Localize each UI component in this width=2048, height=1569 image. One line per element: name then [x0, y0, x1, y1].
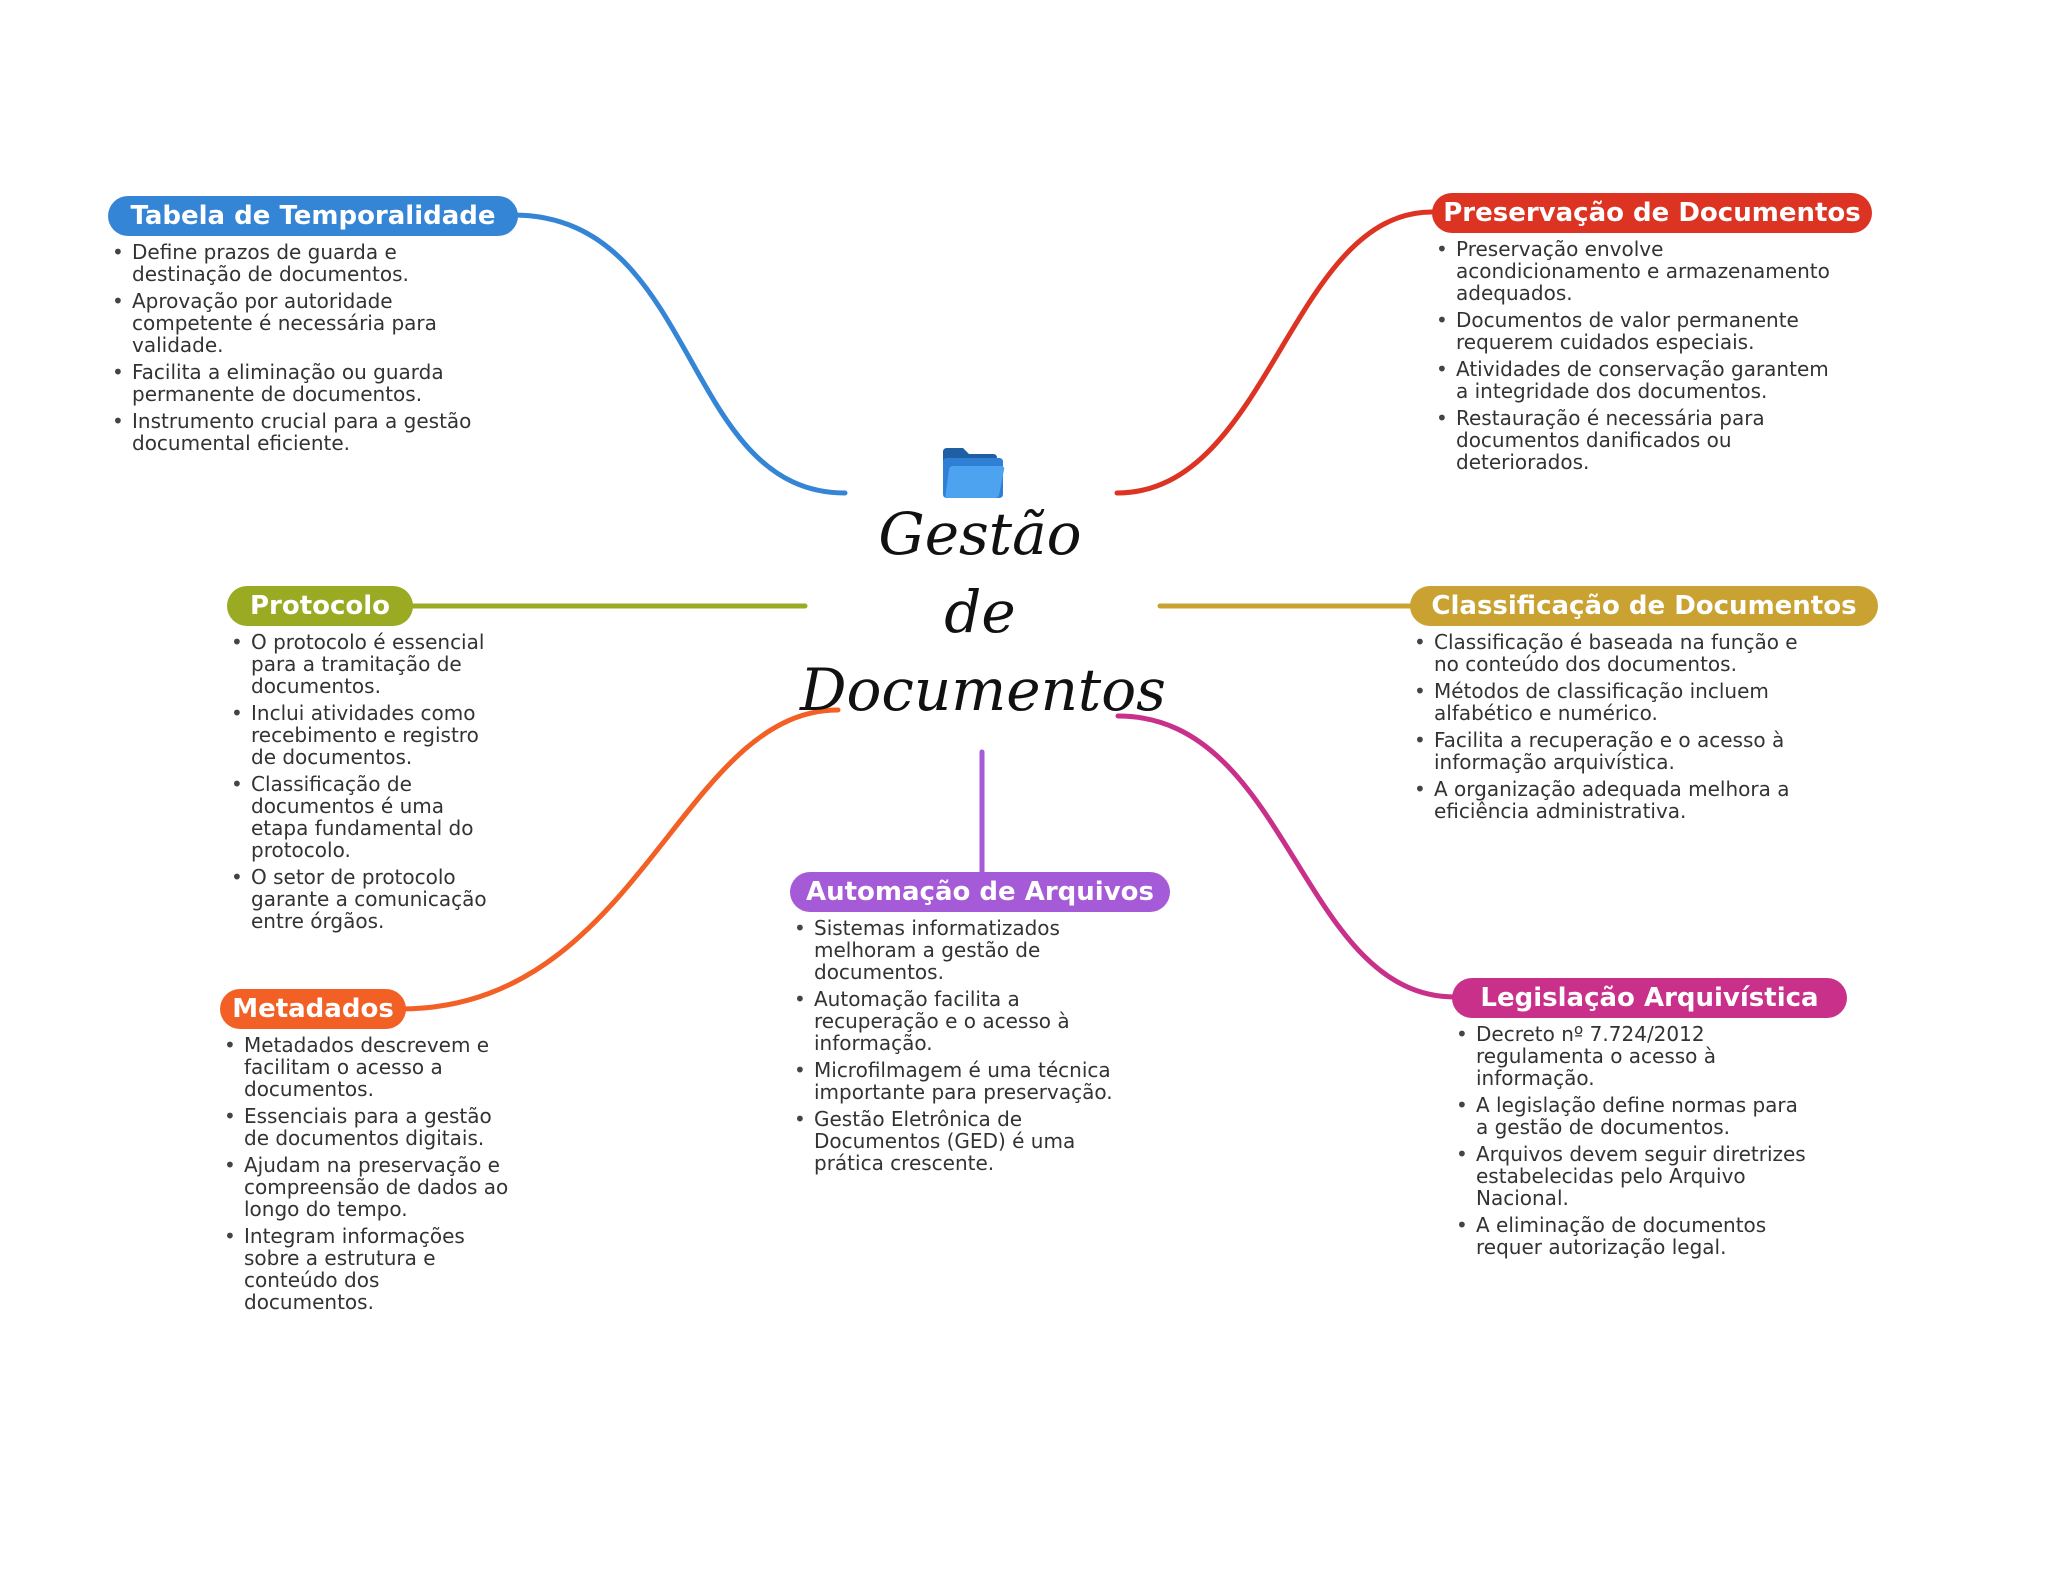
topic-tabela-de-temporalidade[interactable]: Tabela de Temporalidade [108, 196, 518, 236]
list-item: Integram informações sobre a estrutura e… [220, 1225, 510, 1313]
list-item: Microfilmagem é uma técnica importante p… [790, 1059, 1150, 1103]
central-title-line-3: Documentos [800, 656, 1166, 724]
list-item: Inclui atividades como recebimento e reg… [227, 702, 491, 768]
list-item: Preservação envolve acondicionamento e a… [1432, 238, 1842, 304]
topic-legislacao-arquivistica[interactable]: Legislação Arquivística [1452, 978, 1847, 1018]
central-topic: Gestão de Documentos [800, 495, 1166, 729]
list-item: Aprovação por autoridade competente é ne… [108, 290, 488, 356]
list-item: Ajudam na preservação e compreensão de d… [220, 1154, 510, 1220]
topic-protocolo[interactable]: Protocolo [227, 586, 413, 626]
list-item: Arquivos devem seguir diretrizes estabel… [1452, 1143, 1812, 1209]
list-item: O setor de protocolo garante a comunicaç… [227, 866, 491, 932]
notes-metadados: Metadados descrevem e facilitam o acesso… [220, 1034, 510, 1318]
connector-legislacao [1115, 713, 1458, 1000]
notes-legislacao-arquivistica: Decreto nº 7.724/2012 regulamenta o aces… [1452, 1023, 1812, 1263]
list-item: Documentos de valor permanente requerem … [1432, 309, 1842, 353]
topic-metadados[interactable]: Metadados [220, 989, 406, 1029]
central-title-line-1: Gestão [878, 500, 1082, 568]
notes-automacao-de-arquivos: Sistemas informatizados melhoram a gestã… [790, 917, 1150, 1179]
list-item: O protocolo é essencial para a tramitaçã… [227, 631, 491, 697]
connector-preservacao [1114, 209, 1435, 496]
list-item: Restauração é necessária para documentos… [1432, 407, 1842, 473]
list-item: Automação facilita a recuperação e o ace… [790, 988, 1150, 1054]
list-item: Metadados descrevem e facilitam o acesso… [220, 1034, 510, 1100]
connector-tabela [510, 212, 848, 496]
connector-metadados [397, 707, 841, 1012]
list-item: Decreto nº 7.724/2012 regulamenta o aces… [1452, 1023, 1812, 1089]
list-item: Métodos de classificação incluem alfabét… [1410, 680, 1820, 724]
list-item: Define prazos de guarda e destinação de … [108, 241, 488, 285]
topic-automacao-de-arquivos[interactable]: Automação de Arquivos [790, 872, 1170, 912]
list-item: Facilita a recuperação e o acesso à info… [1410, 729, 1820, 773]
list-item: Essenciais para a gestão de documentos d… [220, 1105, 510, 1149]
list-item: A eliminação de documentos requer autori… [1452, 1214, 1812, 1258]
list-item: Sistemas informatizados melhoram a gestã… [790, 917, 1150, 983]
list-item: Gestão Eletrônica de Documentos (GED) é … [790, 1108, 1150, 1174]
topic-classificacao-de-documentos[interactable]: Classificação de Documentos [1410, 586, 1878, 626]
topic-preservacao-de-documentos[interactable]: Preservação de Documentos [1432, 193, 1872, 233]
folder-icon [943, 448, 1005, 498]
list-item: Classificação é baseada na função e no c… [1410, 631, 1820, 675]
notes-tabela-de-temporalidade: Define prazos de guarda e destinação de … [108, 241, 488, 459]
list-item: Classificação de documentos é uma etapa … [227, 773, 491, 861]
list-item: A organização adequada melhora a eficiên… [1410, 778, 1820, 822]
central-title-line-2: de [944, 578, 1016, 646]
notes-protocolo: O protocolo é essencial para a tramitaçã… [227, 631, 491, 937]
notes-classificacao-de-documentos: Classificação é baseada na função e no c… [1410, 631, 1820, 827]
list-item: Instrumento crucial para a gestão docume… [108, 410, 488, 454]
list-item: A legislação define normas para a gestão… [1452, 1094, 1812, 1138]
notes-preservacao-de-documentos: Preservação envolve acondicionamento e a… [1432, 238, 1842, 478]
list-item: Atividades de conservação garantem a int… [1432, 358, 1842, 402]
list-item: Facilita a eliminação ou guarda permanen… [108, 361, 488, 405]
